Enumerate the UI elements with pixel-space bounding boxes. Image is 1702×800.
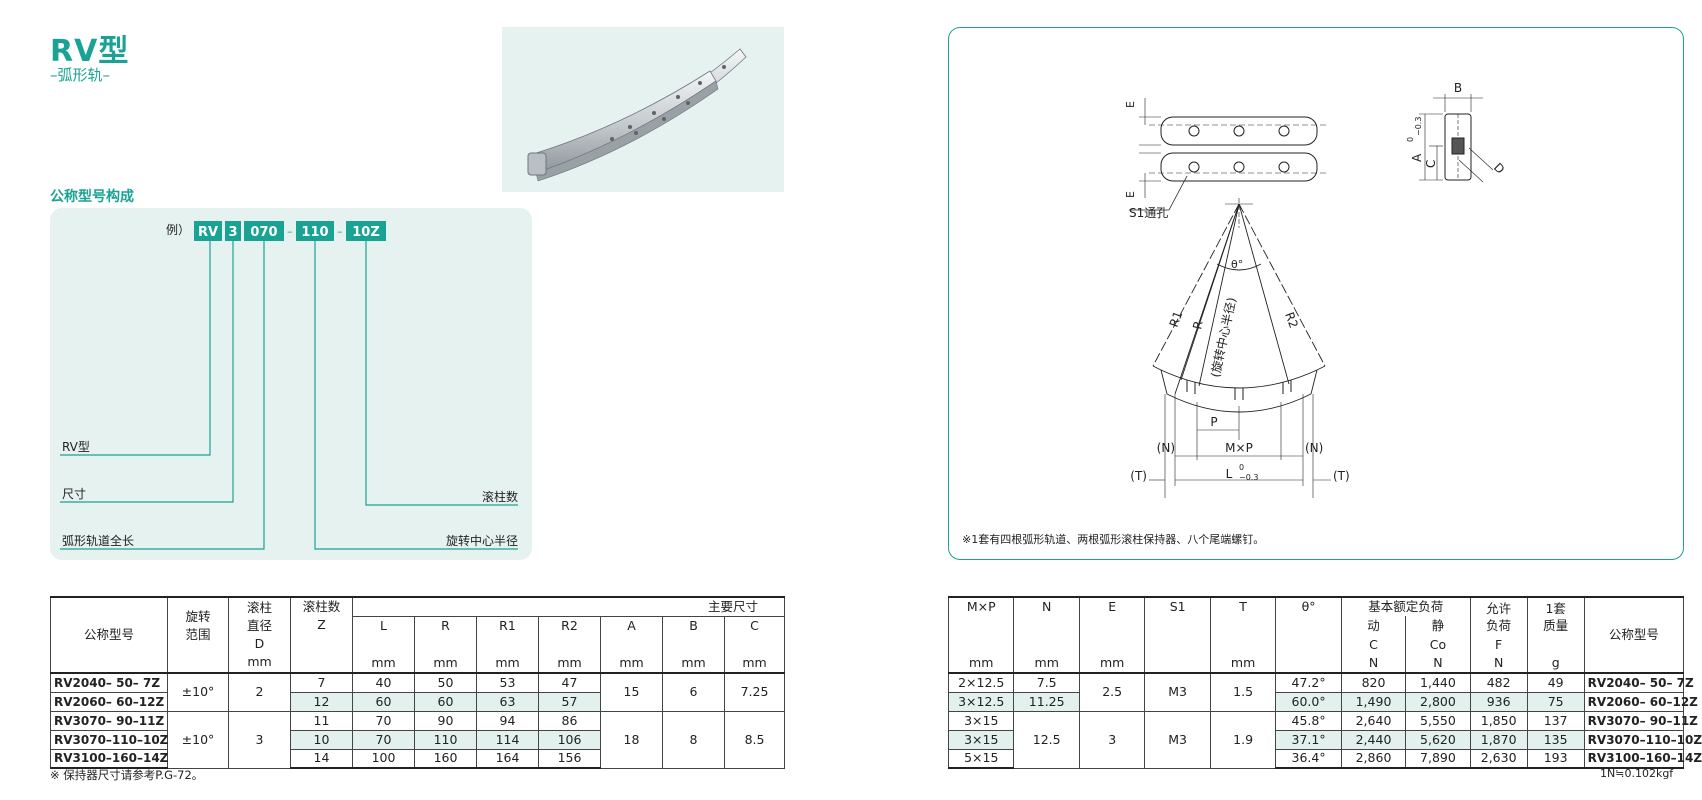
header-load: 基本额定负荷 <box>1340 596 1471 616</box>
model-code-diagram: 例） RV 3 070 – 110 – 10Z RV型 尺寸 弧形轨道全长 滚柱… <box>60 221 518 550</box>
label-C: C <box>1424 160 1438 168</box>
mounting-holes <box>1188 125 1290 173</box>
label-R: R <box>1190 320 1205 331</box>
label-D: D <box>1491 160 1507 176</box>
label-N-left: (N) <box>1157 441 1175 455</box>
header-B: B <box>662 615 725 635</box>
assembly-note: ※1套有四根弧形轨道、两根弧形滚柱保持器、八个尾端螺钉。 <box>962 533 1265 546</box>
unit: mm <box>538 654 601 674</box>
header-main-dims: 主要尺寸 <box>351 596 786 617</box>
unit: mm <box>723 654 786 674</box>
page-title: RV型 <box>50 34 130 69</box>
label-length: 弧形轨道全长 <box>62 533 134 548</box>
header-L: L <box>352 615 415 635</box>
unit: mm <box>352 654 415 674</box>
header-R2: R2 <box>538 615 601 635</box>
left-footnote: ※ 保持器尺寸请参考P.G-72。 <box>50 768 204 782</box>
label-A-tol-top: 0 <box>1406 137 1415 142</box>
header-mass: 1套质量 <box>1526 596 1585 635</box>
header-rotation: 旋转范围 <box>167 596 229 674</box>
right-spec-table: M×P N E S1 T θ° 基本额定负荷 允许负荷 1套质量 公称型号 动 … <box>947 596 1702 769</box>
table-row: 3×12.5 11.25 60.0° 1,490 2,800 936 75 RV… <box>947 691 1698 712</box>
segment-box-type <box>194 221 222 241</box>
label-E-top: E <box>1124 101 1137 108</box>
label-T-left: (T) <box>1130 469 1147 483</box>
segment-separator: – <box>287 225 293 238</box>
header-C: C <box>723 615 786 635</box>
segment-type: RV <box>198 225 218 240</box>
page-subtitle: –弧形轨– <box>50 66 111 84</box>
header-theta: θ° <box>1275 596 1342 616</box>
table-row: 2×12.5 7.5 2.5 M3 1.5 47.2° 820 1,440 48… <box>947 672 1694 712</box>
segment-size: 3 <box>228 225 237 240</box>
label-radius: 旋转中心半径 <box>446 533 518 548</box>
segment-box-rollers <box>346 221 386 241</box>
label-L: L <box>1226 467 1233 481</box>
table-row: RV2040– 50– 7Z ±10° 2 7 40 50 53 47 15 6… <box>50 672 786 712</box>
header-MxP: M×P <box>947 596 1015 616</box>
header-S1: S1 <box>1144 596 1211 616</box>
label-N-right: (N) <box>1305 441 1323 455</box>
label-type: RV型 <box>62 440 90 454</box>
label-B: B <box>1454 81 1462 95</box>
header-A: A <box>600 615 663 635</box>
label-T-right: (T) <box>1333 469 1350 483</box>
label-L-tol-top: 0 <box>1239 463 1244 472</box>
label-E-bottom: E <box>1124 191 1137 198</box>
segment-box-length <box>244 221 284 241</box>
right-footnote: 1N≒0.102kgf <box>1600 767 1674 780</box>
segment-separator: – <box>337 225 343 238</box>
table-row: 5×15 36.4° 2,860 7,890 2,630 193 RV3100–… <box>947 748 1702 769</box>
header-allow: 允许负荷 <box>1469 596 1528 635</box>
leader-lines <box>60 241 518 550</box>
unit: mm <box>662 654 725 674</box>
label-rollers: 滚柱数 <box>482 489 518 504</box>
label-A-tol-bottom: −0.3 <box>1414 117 1423 136</box>
curved-rail-illustration <box>527 48 747 182</box>
label-P: P <box>1210 415 1217 429</box>
label-MxP: M×P <box>1225 441 1253 455</box>
label-A: A <box>1410 153 1424 162</box>
arc-view <box>1149 198 1331 498</box>
label-R1: R1 <box>1167 309 1186 329</box>
table-row: 3×15 12.5 3 M3 1.9 45.8° 2,640 5,550 1,8… <box>947 710 1698 769</box>
label-theta: θ° <box>1231 258 1243 271</box>
technical-drawing: E E S1通孔 B C D A 0 −0.3 <box>1124 81 1507 498</box>
label-size: 尺寸 <box>62 487 86 501</box>
segment-box-size <box>225 221 241 241</box>
header-model: 公称型号 <box>1583 596 1685 674</box>
header-model: 公称型号 <box>50 596 168 674</box>
top-view-rails <box>1139 98 1329 198</box>
unit: mm <box>476 654 539 674</box>
label-center-radius: (旋转中心半径) <box>1207 296 1239 379</box>
label-S1: S1通孔 <box>1129 206 1168 220</box>
technical-drawing-panel: E E S1通孔 B C D A 0 −0.3 <box>948 27 1684 560</box>
unit: mm <box>414 654 477 674</box>
segment-rollers: 10Z <box>352 225 380 240</box>
cross-section <box>1419 94 1494 183</box>
header-E: E <box>1078 596 1146 616</box>
header-T: T <box>1209 596 1277 616</box>
header-R: R <box>414 615 477 635</box>
table-row: RV2060– 60–12Z 12 60 60 63 57 <box>50 691 785 712</box>
label-R2: R2 <box>1282 310 1301 330</box>
table-row: RV3070– 90–11Z ±10° 3 11 70 90 94 86 18 … <box>50 710 786 769</box>
segment-radius: 110 <box>301 225 328 240</box>
model-code-panel: 例） RV 3 070 – 110 – 10Z RV型 尺寸 弧形轨道全长 滚柱… <box>50 208 532 560</box>
section-title: 公称型号构成 <box>50 189 134 205</box>
unit: mm <box>600 654 663 674</box>
label-L-tol-bottom: −0.3 <box>1239 473 1258 482</box>
header-N: N <box>1013 596 1080 616</box>
table-row: 3×15 37.1° 2,440 5,620 1,870 135 RV3070–… <box>947 729 1702 750</box>
example-label: 例） <box>166 223 190 237</box>
table-row: RV3100–160–14Z 14 100 160 164 156 <box>50 748 785 769</box>
segment-length: 070 <box>250 225 277 240</box>
segment-box-radius <box>296 221 334 241</box>
header-R1: R1 <box>476 615 539 635</box>
product-photo <box>502 27 784 192</box>
arc-roller-marks <box>1186 380 1292 400</box>
